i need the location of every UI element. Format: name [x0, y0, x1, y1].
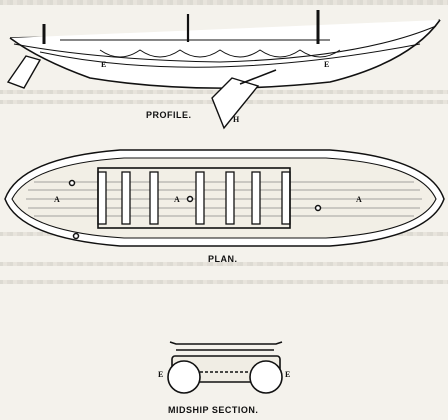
midship-section-view [167, 341, 283, 394]
oar-blade [211, 77, 260, 130]
plug-center [186, 195, 194, 203]
thwart [251, 171, 261, 225]
hull-bottom [9, 19, 441, 89]
label-h-oar: H [233, 115, 240, 124]
oar-shaft [239, 69, 277, 85]
thwart [149, 171, 159, 225]
lower-text-fragment [0, 280, 448, 284]
hull-keel-line [39, 43, 421, 68]
label-e-midship-right: E [285, 370, 290, 379]
rudder [6, 55, 42, 89]
plan-view [4, 149, 445, 247]
label-a-plan-center: A [174, 195, 180, 204]
top-text-fragment [0, 0, 448, 5]
air-case-right [249, 360, 283, 394]
thwart [97, 171, 107, 225]
thwart [281, 171, 291, 225]
profile-view [6, 10, 441, 130]
plan-thwarts [97, 171, 291, 225]
midship-caption: MIDSHIP SECTION. [168, 405, 259, 415]
label-e-midship-left: E [158, 370, 163, 379]
label-e-profile-right: E [324, 60, 329, 69]
label-e-profile-left: E [101, 60, 106, 69]
profile-caption: PROFILE. [146, 110, 192, 120]
thwart [225, 171, 235, 225]
thwart [121, 171, 131, 225]
plug-bottom [72, 232, 80, 240]
air-case-left [167, 360, 201, 394]
midship-frame [169, 341, 283, 345]
lifeline [99, 49, 341, 58]
plan-caption: PLAN. [208, 254, 238, 264]
plug-left [68, 179, 76, 187]
plan-inner-hull [11, 157, 437, 239]
thwart [195, 171, 205, 225]
centre-frame [97, 167, 291, 229]
label-a-plan-left: A [54, 195, 60, 204]
plug-right [314, 204, 322, 212]
lower-text-fragment [0, 262, 448, 266]
hull-sheer [13, 25, 437, 63]
label-a-plan-right: A [356, 195, 362, 204]
